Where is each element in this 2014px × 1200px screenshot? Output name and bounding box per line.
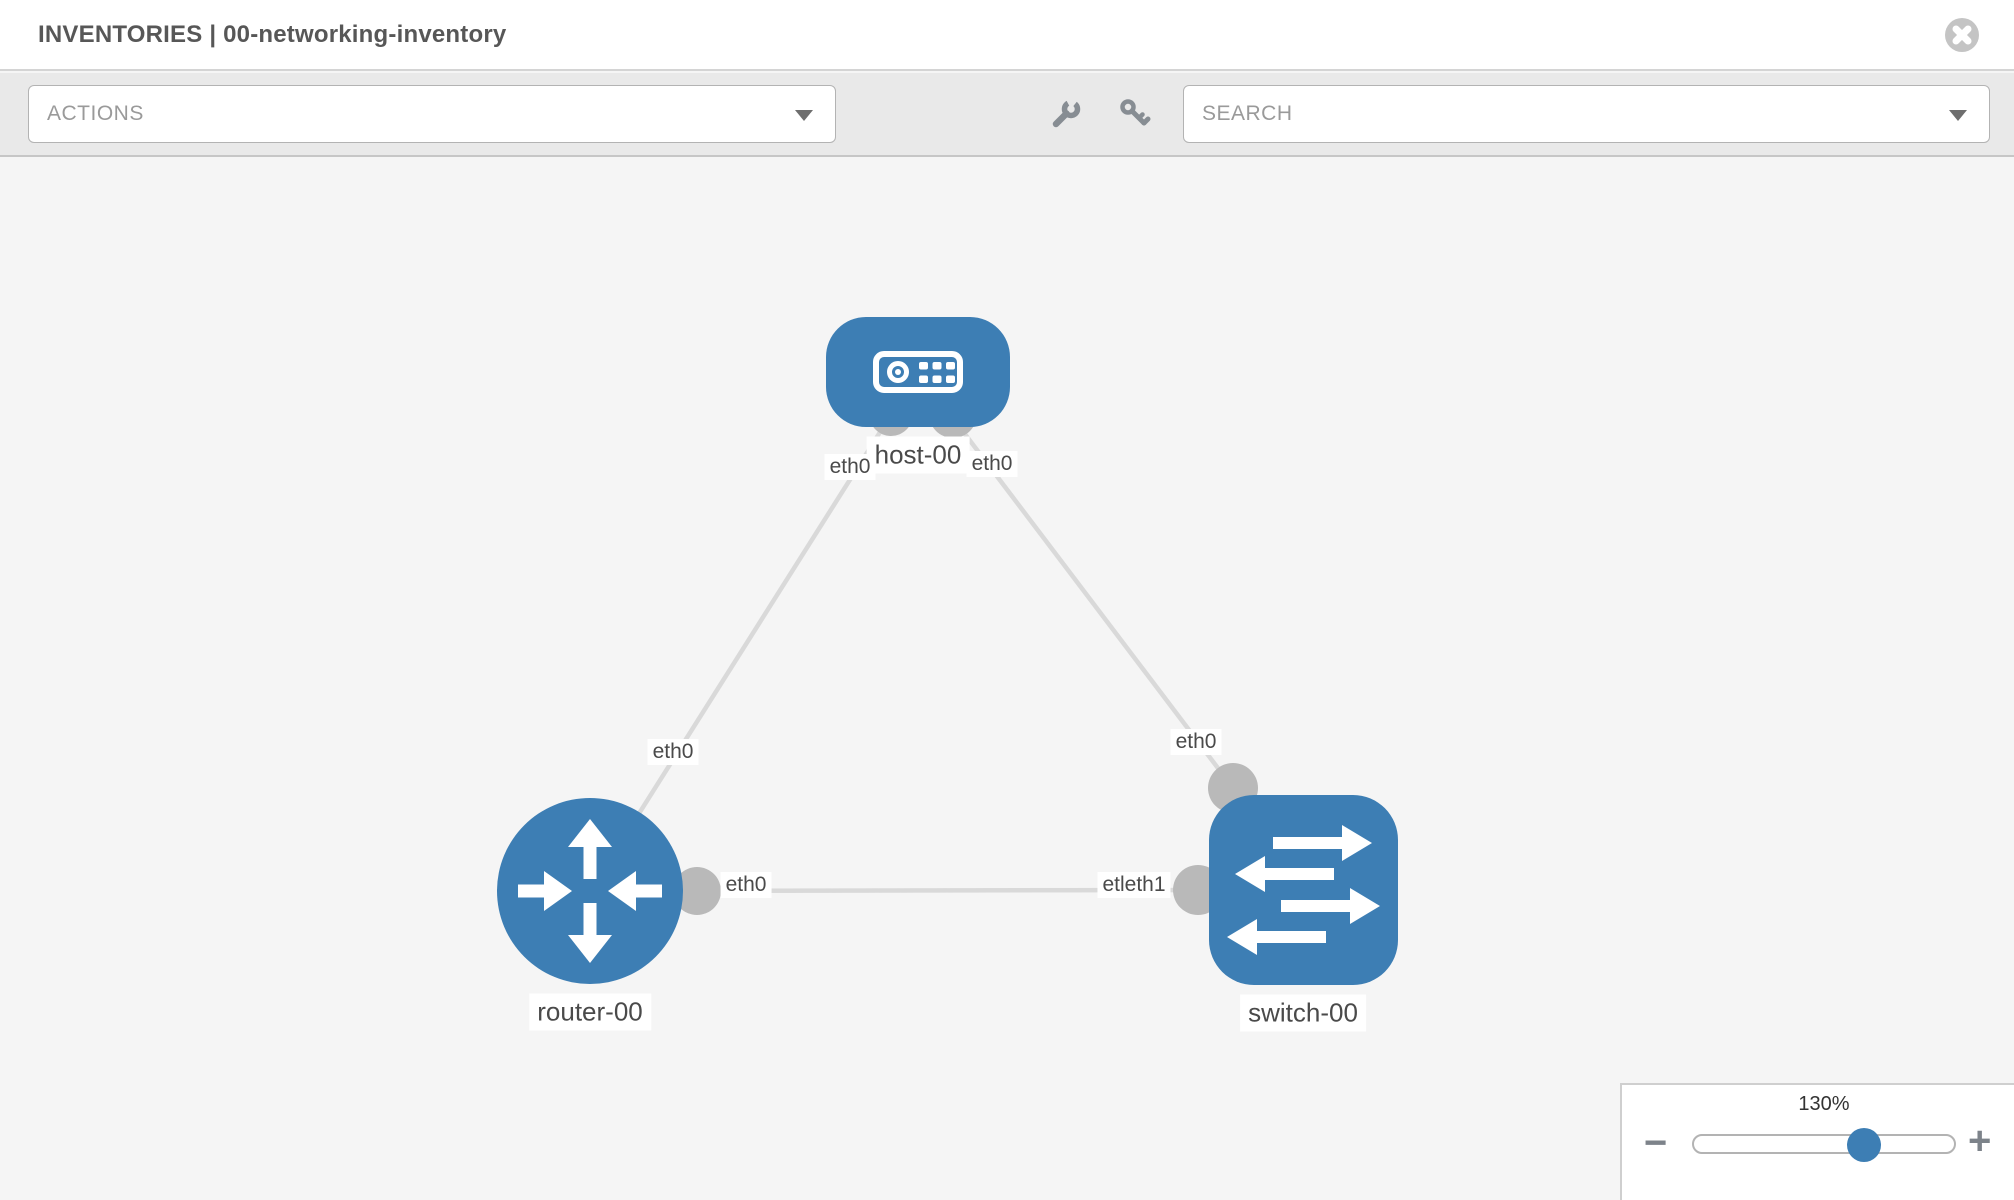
node-label-switch: switch-00 (1240, 994, 1366, 1032)
wrench-icon[interactable] (1050, 99, 1082, 131)
close-button[interactable] (1945, 18, 1979, 52)
actions-dropdown-label: ACTIONS (47, 102, 144, 125)
search-placeholder: SEARCH (1202, 102, 1293, 125)
host-icon (873, 351, 963, 393)
caret-down-icon (795, 110, 813, 121)
zoom-slider-thumb[interactable] (1847, 1128, 1881, 1162)
key-icon[interactable] (1119, 98, 1151, 130)
close-icon (1952, 25, 1972, 45)
zoom-panel: 130% − + (1620, 1083, 2014, 1200)
node-host-00[interactable] (826, 317, 1010, 427)
host-node-shape[interactable] (826, 317, 1010, 427)
router-icon (518, 819, 662, 963)
interface-label-host-left: eth0 (824, 454, 876, 480)
interface-label-switch-eth1: etleth1 (1097, 872, 1171, 898)
switch-icon (1227, 825, 1380, 955)
router-node-shape[interactable] (497, 798, 683, 984)
node-switch-00[interactable] (1209, 795, 1398, 985)
topology-canvas[interactable]: host-00 router-00 switch-00 eth0 eth0 et… (0, 157, 2014, 1200)
node-router-00[interactable] (497, 798, 683, 984)
caret-down-icon (1949, 110, 1967, 121)
header-bar: INVENTORIES | 00-networking-inventory (0, 0, 2014, 71)
zoom-out-button minus-icon[interactable]: − (1644, 1121, 1668, 1165)
zoom-in-button plus-icon[interactable]: + (1968, 1119, 1992, 1163)
node-label-router: router-00 (529, 993, 651, 1031)
zoom-level-value: 130% (1798, 1093, 1850, 1115)
zoom-slider-track[interactable] (1692, 1134, 1956, 1154)
toolbar: ACTIONS SEARCH (0, 73, 2014, 157)
interface-label-host-right: eth0 (966, 451, 1018, 477)
switch-node-shape[interactable] (1209, 795, 1398, 985)
interface-label-router-eth0: eth0 (720, 872, 772, 898)
link-host-switch (916, 370, 1235, 790)
actions-dropdown[interactable]: ACTIONS (28, 85, 836, 143)
node-label-host: host-00 (866, 436, 970, 474)
search-dropdown[interactable]: SEARCH (1183, 85, 1990, 143)
connector-router-eth0[interactable] (673, 867, 721, 915)
interface-label-switch-uplink: eth0 (1170, 729, 1222, 755)
interface-label-router-uplink: eth0 (647, 739, 699, 765)
page-title: INVENTORIES | 00-networking-inventory (38, 21, 507, 48)
